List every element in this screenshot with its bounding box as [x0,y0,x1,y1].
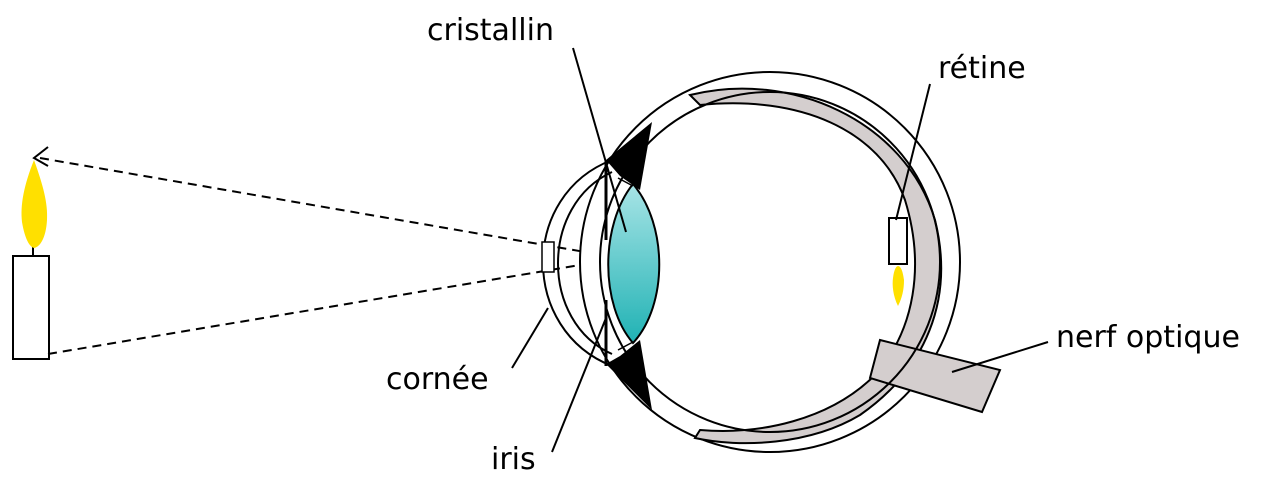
sclera-outer [579,71,961,453]
label-nerf-optique: nerf optique [1056,320,1240,355]
lens-ligament-top [617,177,634,187]
retina-image-flame [892,266,904,306]
leader-iris [551,317,607,453]
label-iris: iris [491,442,536,477]
candle-body [12,255,50,360]
crystalline-lens [607,182,661,345]
label-cristallin: cristallin [427,13,554,48]
label-retine: rétine [938,51,1026,86]
candle-flame [21,160,48,248]
eyeball [542,71,1002,453]
retina-image [888,217,908,306]
optic-nerve [868,338,1002,414]
leader-cornee [511,307,549,369]
leader-nerf-optique [951,341,1049,373]
cornea-section [541,241,555,273]
choroid-band [688,87,943,445]
ray-arrowhead-left [32,146,49,167]
leader-cristallin [572,47,627,233]
retina-image-candle [888,217,908,265]
leader-retine [895,83,931,221]
ciliary-body-bottom [606,340,652,410]
lens-ligament-bottom [617,341,634,351]
ciliary-body-top [606,122,652,190]
leader-lines [511,47,1049,453]
cornea-inner [557,171,613,355]
candle-object [12,160,50,360]
inner-chamber [599,91,941,433]
label-cornee: cornée [386,362,489,397]
